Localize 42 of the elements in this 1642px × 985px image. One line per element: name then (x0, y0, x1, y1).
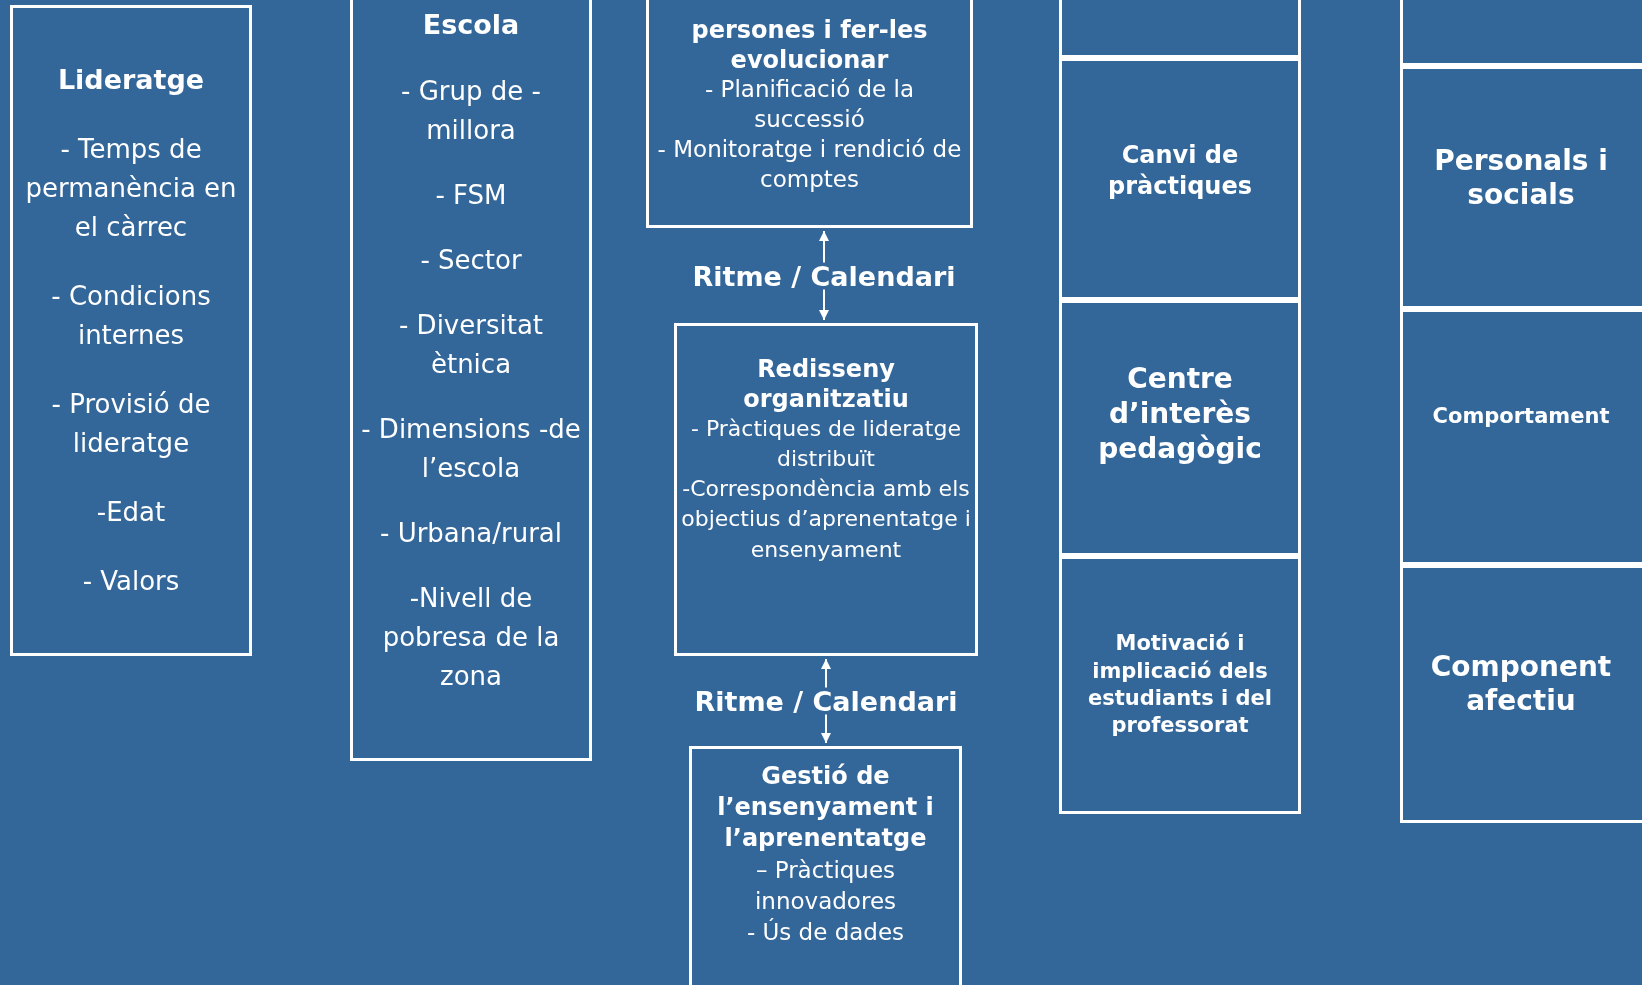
text-box (689, 746, 962, 985)
box-label: Comportament (1432, 403, 1610, 431)
category-box (1400, 66, 1642, 309)
category-box (1059, 300, 1301, 556)
text-box (646, 0, 973, 228)
box-heading: Redisseny organitzatiu (742, 354, 910, 414)
list-item: - FSM (435, 178, 507, 212)
list-item: - Urbana/rural (380, 516, 562, 550)
list-item: - Condicions internes (50, 280, 212, 353)
list-item: - Pràctiques de lideratge distribuït (690, 415, 962, 474)
text-box (10, 5, 252, 656)
text-box (674, 323, 978, 656)
empty-box (1400, 0, 1642, 66)
list-item: - Dimensions -de l’escola (360, 412, 582, 485)
box-label: Component afectiu (1429, 650, 1613, 718)
list-item: - Valors (82, 565, 180, 599)
category-box (1400, 565, 1642, 823)
box-label: Centre d’interès pedagògic (1097, 360, 1263, 466)
list-item: - Provisió de lideratge (50, 388, 212, 461)
list-item: - Temps de permanència en el càrrec (24, 133, 238, 245)
box-label: Canvi de pràctiques (1107, 139, 1253, 202)
list-item: - Ús de dades (746, 917, 905, 947)
box-heading: Gestió de l’ensenyament i l’aprenentatge (716, 761, 935, 855)
list-item: - Sector (420, 243, 522, 277)
box-label: Personals i socials (1433, 143, 1609, 212)
category-box (1059, 556, 1301, 814)
box-label: Motivació i implicació dels estudiants i del professorat (1087, 630, 1273, 740)
category-box (1059, 58, 1301, 300)
list-item: -Correspondència amb els objectius d’aprenentatge i ensenyament (681, 475, 971, 564)
list-item: -Edat (96, 496, 166, 530)
list-item: - Monitoratge i rendició de comptes (657, 135, 962, 195)
category-box (1400, 309, 1642, 565)
list-item: – Pràctiques innovadores (753, 855, 898, 916)
box-heading: Lideratge (57, 62, 205, 97)
text-box (350, 0, 592, 761)
list-item: -Nivell de pobresa de la zona (381, 581, 561, 693)
box-heading: persones i fer-les evolucionar (690, 15, 929, 76)
list-item: - Planificació de la successió (703, 75, 916, 135)
list-item: - Grup de -millora (400, 74, 542, 147)
empty-box (1059, 0, 1301, 58)
list-item: - Diversitat ètnica (397, 308, 545, 381)
box-heading: Escola (422, 8, 520, 42)
